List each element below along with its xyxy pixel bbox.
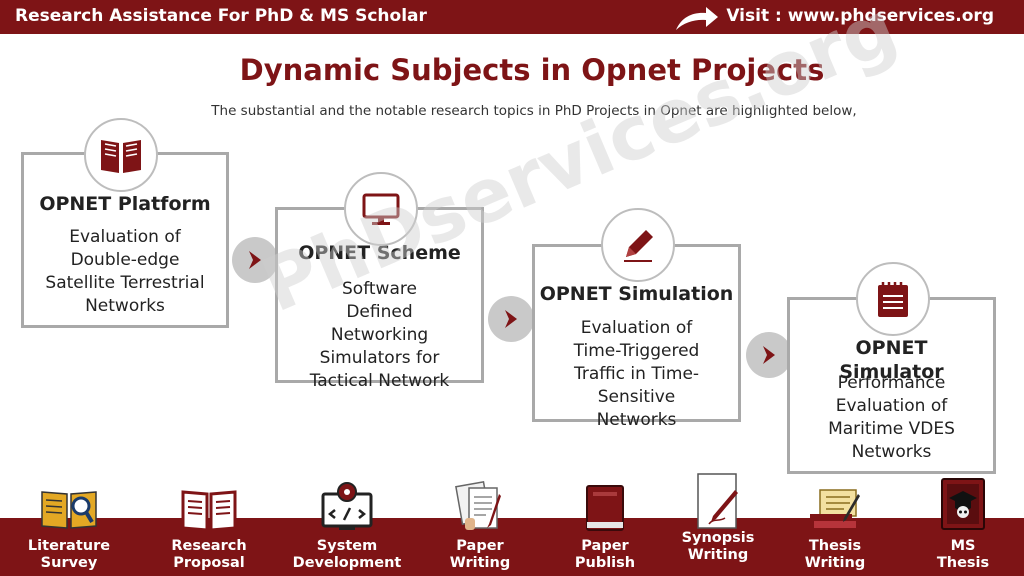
page-title: Dynamic Subjects in Opnet Projects: [239, 53, 825, 87]
thesis-icon: [810, 489, 860, 528]
page-subtitle: The substantial and the notable research…: [211, 103, 857, 119]
card-title: OPNET Platform: [39, 193, 211, 215]
synopsis-icon: [697, 473, 738, 529]
visit-link[interactable]: Visit : www.phdservices.org: [726, 6, 994, 26]
notepad-icon: [856, 262, 930, 336]
card-title: OPNET Simulation: [539, 283, 734, 305]
curved-arrow-icon: [676, 7, 718, 30]
ms-thesis-icon: [941, 478, 985, 530]
card-title: OPNET Scheme: [298, 242, 461, 264]
book-icon: [84, 118, 158, 192]
proposal-icon: [181, 490, 237, 532]
top-bar: Research Assistance For PhD & MS Scholar…: [0, 0, 1024, 34]
monitor-icon: [344, 172, 418, 246]
paper-writing-icon: [455, 480, 501, 530]
header-title: Research Assistance For PhD & MS Scholar: [15, 6, 427, 26]
arrow-next-icon: [746, 332, 792, 378]
system-icon: [321, 482, 373, 530]
arrow-next-icon: [232, 237, 278, 283]
literature-icon: [41, 491, 97, 529]
arrow-next-icon: [488, 296, 534, 342]
pencil-icon: [601, 208, 675, 282]
publish-icon: [586, 485, 624, 531]
